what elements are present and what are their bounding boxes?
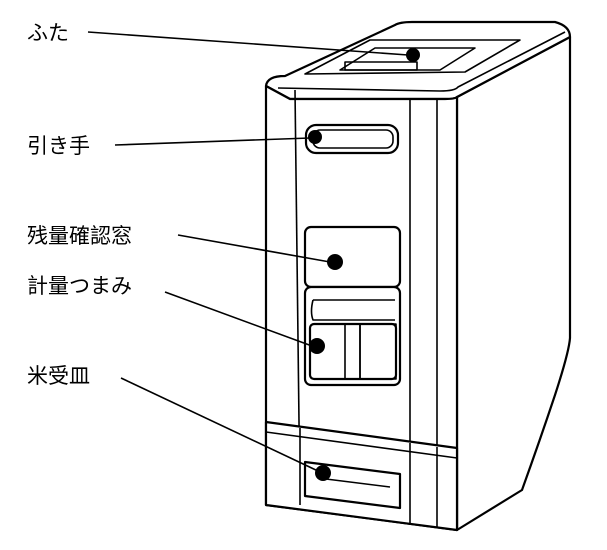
label-handle: 引き手 <box>27 134 90 158</box>
knob-marker <box>309 338 325 354</box>
remaining-window <box>303 225 402 289</box>
label-lid: ふた <box>27 21 69 45</box>
handle-marker <box>308 130 322 144</box>
label-window: 残量確認窓 <box>27 224 132 248</box>
lid-marker <box>406 48 420 62</box>
label-knob: 計量つまみ <box>27 274 132 298</box>
measuring-knob <box>303 285 402 387</box>
window-marker <box>327 254 343 270</box>
tray-marker <box>315 465 331 481</box>
label-tray: 米受皿 <box>27 364 90 388</box>
leader-lines <box>87 31 409 472</box>
handle <box>304 123 400 155</box>
rice-tray <box>264 420 459 532</box>
